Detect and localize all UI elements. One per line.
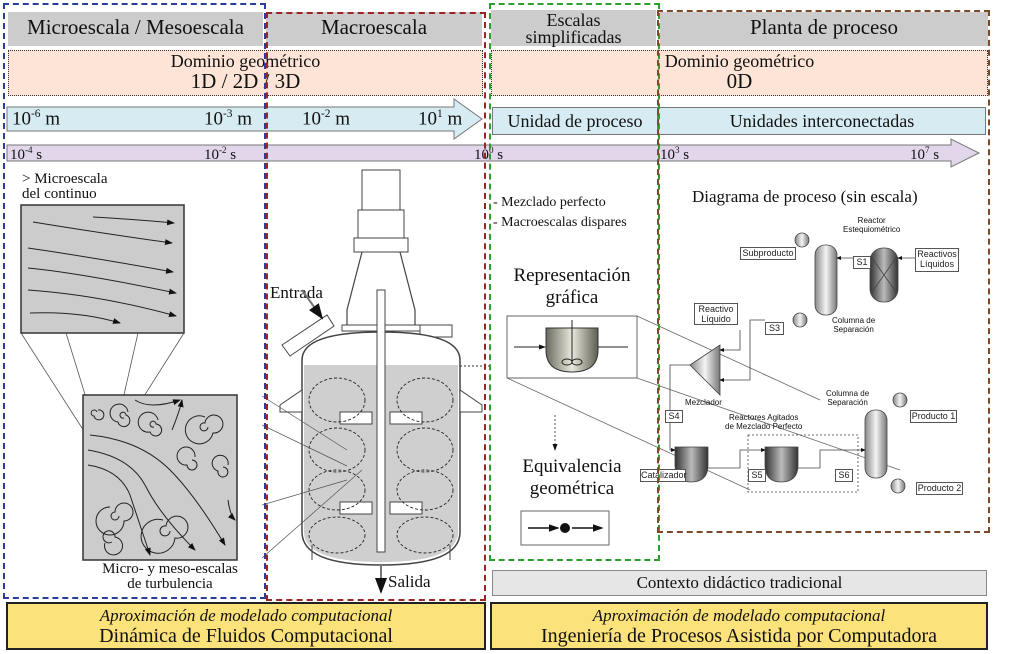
traditional-context-bar: Contexto didáctico tradicional xyxy=(492,570,987,596)
process-flow-diagram xyxy=(669,232,930,494)
frame-micro-meso xyxy=(3,3,266,599)
unit-process-bar: Unidad de proceso xyxy=(492,107,658,135)
header-macro: Macroescala xyxy=(266,12,482,46)
process-diagram-title: Diagrama de proceso (sin escala) xyxy=(692,187,918,206)
unit-process-label: Unidad de proceso xyxy=(507,111,643,131)
geometric-equivalence-title: Equivalencia geométrica xyxy=(522,456,622,499)
length-tick: 101 m xyxy=(418,108,463,130)
stream-s6: S6 xyxy=(835,469,853,482)
footer-cape-title: Ingeniería de Procesos Asistida por Comp… xyxy=(540,625,938,647)
length-scale-arrow xyxy=(6,98,483,140)
time-tick: 10-4 s xyxy=(10,145,43,163)
stirred-tank-reactor xyxy=(262,169,490,594)
stream-s1: S1 xyxy=(853,256,871,269)
bullet-disparate-macroscales: - Macroescalas dispares xyxy=(493,215,627,230)
interconnected-units-label: Unidades interconectadas xyxy=(729,111,915,131)
footer-cape: Aproximación de modelado computacional I… xyxy=(490,602,988,650)
footer-cfd-title: Dinámica de Fluidos Computacional xyxy=(99,625,393,647)
geometric-domain-0d: Dominio geométrico 0D xyxy=(491,50,988,96)
graphic-representation-title: Representación gráfica xyxy=(513,265,631,308)
header-simplified-line2: simplificadas xyxy=(525,27,622,47)
continuum-label: > Microescala del continuo xyxy=(22,171,108,202)
stream-product-2: Producto 2 xyxy=(916,482,963,495)
cstr-graphic xyxy=(506,315,901,491)
geometric-domain-dims: 0D xyxy=(726,69,753,93)
footer-cfd: Aproximación de modelado computacional D… xyxy=(6,602,486,650)
stream-s4: S4 xyxy=(665,410,683,423)
label-mixer: Mezclador xyxy=(685,398,722,407)
length-tick: 10-2 m xyxy=(302,108,351,130)
bullet-perfect-mixing: - Mezclado perfecto xyxy=(493,195,606,210)
micro-turbulence-illustration xyxy=(20,204,238,561)
outlet-label: Salida xyxy=(388,572,431,591)
time-scale-arrow xyxy=(6,138,981,168)
time-tick: 10-2 s xyxy=(204,145,237,163)
geometric-domain-title: Dominio geométrico xyxy=(664,51,815,71)
time-tick: 103 s xyxy=(660,145,690,163)
length-tick: 10-6 m xyxy=(12,108,61,130)
header-micro-meso: Microescala / Mesoescala xyxy=(8,12,263,46)
frame-macro xyxy=(266,12,486,601)
header-simplified: Escalas simplificadas xyxy=(491,10,656,46)
stream-catalyst: Catalizador xyxy=(640,469,687,482)
frame-plant xyxy=(657,10,990,533)
turbulence-label: Micro- y meso-escalas de turbulencia xyxy=(102,561,238,592)
traditional-context-label: Contexto didáctico tradicional xyxy=(636,573,843,592)
footer-cape-subtitle: Aproximación de modelado computacional xyxy=(592,606,886,625)
header-plant: Planta de proceso xyxy=(660,12,988,46)
stream-product-1: Producto 1 xyxy=(910,410,957,423)
length-tick: 10-3 m xyxy=(204,108,253,130)
geometric-domain-dims: 1D / 2D / 3D xyxy=(190,69,301,93)
geometric-domain-title: Dominio geométrico xyxy=(170,51,321,71)
stream-s3: S3 xyxy=(765,322,784,335)
point-equivalence-symbol xyxy=(520,510,610,546)
interconnected-units-bar: Unidades interconectadas xyxy=(658,107,986,135)
stream-s5: S5 xyxy=(748,469,766,482)
header-macro-label: Macroescala xyxy=(320,15,428,39)
geometric-domain-3d: Dominio geométrico 1D / 2D / 3D xyxy=(8,50,483,96)
time-tick: 107 s xyxy=(910,145,940,163)
inlet-label: Entrada xyxy=(270,283,323,302)
stream-subproduct: Subproducto xyxy=(740,247,796,260)
simplified-bullets: - Mezclado perfecto - Macroescalas dispa… xyxy=(493,193,627,233)
header-micro-meso-label: Microescala / Mesoescala xyxy=(27,15,244,39)
frame-simplified xyxy=(489,3,660,561)
footer-cfd-subtitle: Aproximación de modelado computacional xyxy=(99,606,393,625)
header-simplified-line1: Escalas xyxy=(546,10,601,30)
header-plant-label: Planta de proceso xyxy=(749,15,899,39)
